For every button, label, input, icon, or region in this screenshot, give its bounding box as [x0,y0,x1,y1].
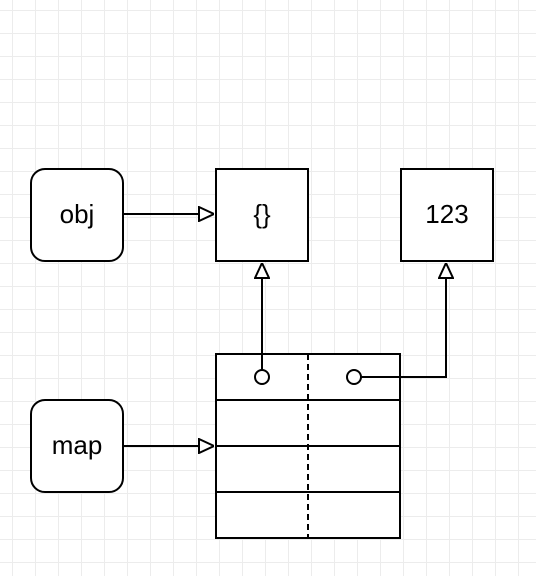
number-value-label: 123 [425,199,468,229]
object-value-node[interactable]: {} [215,168,309,262]
map-label: map [52,430,103,460]
key-pointer-dot [254,369,270,385]
map-node[interactable]: map [30,399,124,493]
obj-node[interactable]: obj [30,168,124,262]
value-pointer-dot [346,369,362,385]
object-value-label: {} [253,199,271,229]
edge-value-to-number [361,263,446,378]
map-table[interactable] [215,353,401,539]
number-value-node[interactable]: 123 [400,168,494,262]
obj-label: obj [60,199,95,229]
